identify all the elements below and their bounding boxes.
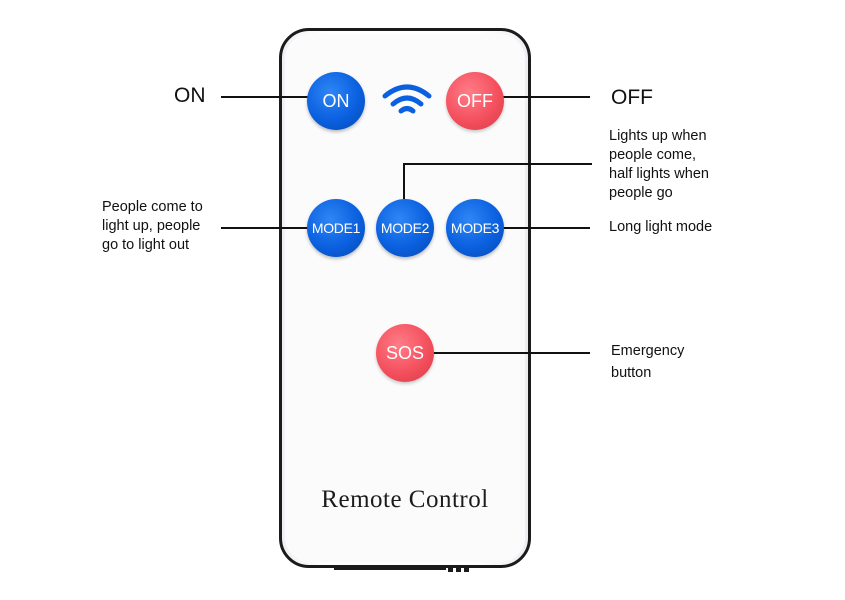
wifi-icon <box>382 84 432 114</box>
callout-mode2: Lights up when people come, half lights … <box>609 127 709 203</box>
on-button-label: ON <box>322 90 350 111</box>
on-button[interactable]: ON <box>307 72 365 130</box>
sos-button-label: SOS <box>385 342 424 363</box>
mode1-button-label: MODE1 <box>311 220 361 236</box>
leader-line-off <box>498 96 590 98</box>
battery-slot <box>334 565 469 572</box>
mode2-button[interactable]: MODE2 <box>376 199 434 257</box>
mode3-button[interactable]: MODE3 <box>446 199 504 257</box>
off-button-label: OFF <box>457 90 493 111</box>
mode3-button-label: MODE3 <box>450 220 500 236</box>
callout-mode1-line: light up, people <box>102 218 201 234</box>
leader-line-mode2-vertical <box>403 163 405 199</box>
leader-line-mode2-horizontal <box>403 163 592 165</box>
mode1-button[interactable]: MODE1 <box>307 199 365 257</box>
sos-button[interactable]: SOS <box>376 324 434 382</box>
leader-line-mode3 <box>498 227 590 229</box>
callout-mode2-line: Lights up when <box>609 128 707 144</box>
callout-sos-line: button <box>611 365 652 381</box>
leader-line-on <box>221 96 311 98</box>
callout-mode1: People come to light up, people go to li… <box>102 198 203 255</box>
remote-control-label: Remote Control <box>321 486 489 513</box>
callout-mode3: Long light mode <box>609 219 713 235</box>
callout-sos-line: Emergency <box>611 343 685 359</box>
callout-on: ON <box>174 84 206 107</box>
callout-mode2-line: people come, <box>609 147 697 163</box>
off-button[interactable]: OFF <box>446 72 504 130</box>
callout-off: OFF <box>611 86 653 109</box>
callout-mode1-line: People come to <box>102 199 203 215</box>
callout-sos: Emergency button <box>611 342 684 383</box>
mode2-button-label: MODE2 <box>380 220 430 236</box>
callout-mode2-line: people go <box>609 185 673 201</box>
leader-line-mode1 <box>221 227 311 229</box>
leader-line-sos <box>430 352 590 354</box>
callout-mode1-line: go to light out <box>102 237 190 253</box>
callout-mode2-line: half lights when <box>609 166 709 182</box>
